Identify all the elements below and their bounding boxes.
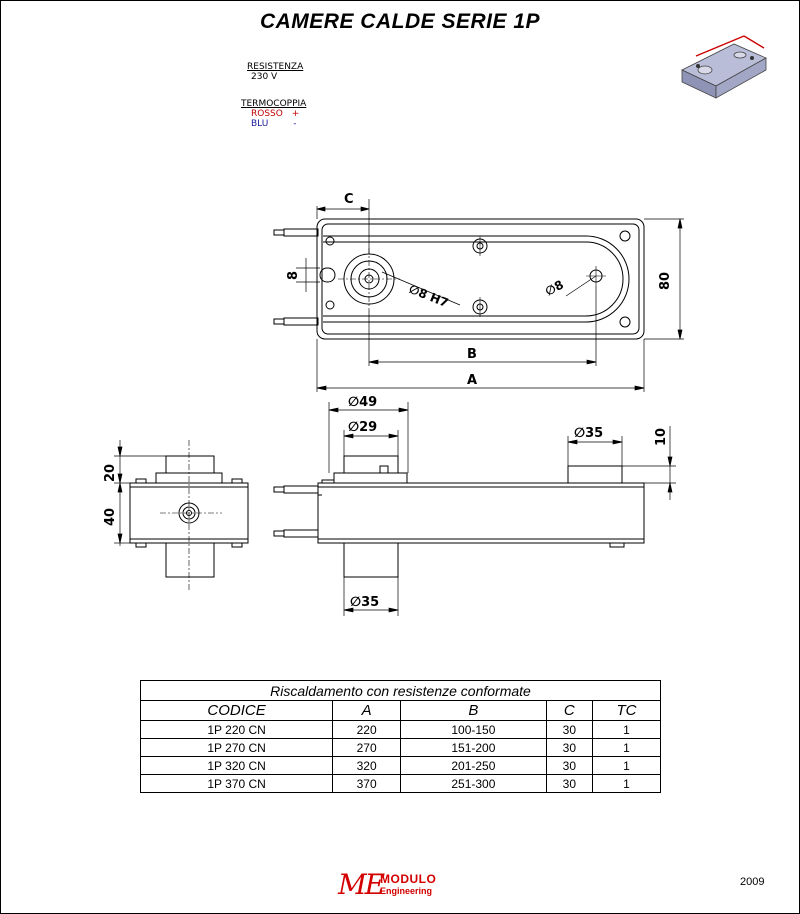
cell-a: 370 [332, 774, 402, 793]
dim-phi8h7: ∅8 H7 [407, 282, 450, 310]
cell-c: 30 [545, 756, 594, 775]
cell-b: 201-250 [400, 756, 547, 775]
dim-phi35-top: ∅35 [574, 426, 603, 441]
cell-b: 100-150 [400, 720, 547, 739]
dim-twenty: 20 [103, 464, 118, 482]
cell-c: 30 [545, 774, 594, 793]
legend-resistenza: RESISTENZA 230 V [247, 62, 303, 82]
header-c: C [545, 700, 594, 721]
cell-tc: 1 [592, 774, 661, 793]
cell-codice: 1P 370 CN [139, 774, 334, 793]
cell-codice: 1P 220 CN [139, 720, 334, 739]
modulo-logo: ME MODULO Engineering [338, 866, 448, 901]
page-title: CAMERE CALDE SERIE 1P [259, 10, 541, 33]
header-b: B [400, 700, 547, 721]
cell-a: 270 [332, 738, 402, 757]
header-codice: CODICE [139, 700, 334, 721]
dim-phi29: ∅29 [348, 420, 377, 435]
year-label: 2009 [740, 876, 765, 888]
dim-eighty-label: 80 [658, 272, 673, 290]
side-view-centerlines [160, 440, 222, 590]
dim-ten: 10 [654, 428, 669, 446]
front-view [273, 455, 645, 578]
front-view-dimensions [328, 402, 676, 616]
cell-a: 220 [332, 720, 402, 739]
dim-phi8: ∅8 [543, 278, 566, 299]
cell-c: 30 [545, 720, 594, 739]
side-view-dimensions [114, 440, 166, 546]
table-row: 1P 370 CN 370 251-300 30 1 [139, 774, 661, 793]
logo-modulo: MODULO [380, 872, 437, 886]
top-view-dimensions [296, 199, 684, 392]
blu-sign: - [293, 119, 297, 129]
legend-termocoppia: TERMOCOPPIA ROSSO + BLU - [241, 99, 306, 129]
dim-phi35-bottom: ∅35 [350, 595, 379, 610]
iso-preview-image [681, 35, 767, 99]
dim-phi49: ∅49 [348, 395, 377, 410]
termocoppia-label: TERMOCOPPIA [241, 99, 307, 109]
cell-codice: 1P 270 CN [139, 738, 334, 757]
header-a: A [332, 700, 402, 721]
dim-a-label: A [467, 373, 477, 388]
cell-b: 151-200 [400, 738, 547, 757]
dim-forty: 40 [103, 508, 118, 526]
dim-b-label: B [467, 347, 477, 362]
table-row: 1P 270 CN 270 151-200 30 1 [139, 738, 661, 757]
rosso-sign: + [291, 109, 300, 119]
spec-table: Riscaldamento con resistenze conformate … [139, 680, 661, 793]
table-row: 1P 320 CN 320 201-250 30 1 [139, 756, 661, 775]
dim-eight-left: 8 [286, 271, 301, 280]
cell-tc: 1 [592, 756, 661, 775]
cell-tc: 1 [592, 720, 661, 739]
logo-engineering: Engineering [380, 886, 433, 896]
dim-c-label: C [344, 192, 354, 207]
cell-codice: 1P 320 CN [139, 756, 334, 775]
top-view [273, 218, 645, 340]
cell-b: 251-300 [400, 774, 547, 793]
cell-a: 320 [332, 756, 402, 775]
table-row: 1P 220 CN 220 100-150 30 1 [139, 720, 661, 739]
blu-label: BLU [251, 119, 269, 129]
header-tc: TC [592, 700, 661, 721]
logo-me: ME [338, 868, 385, 901]
cell-c: 30 [545, 738, 594, 757]
voltage-value: 230 V [251, 72, 278, 82]
cell-tc: 1 [592, 738, 661, 757]
rosso-label: ROSSO [251, 109, 283, 119]
resistenza-label: RESISTENZA [247, 62, 304, 72]
table-caption: Riscaldamento con resistenze conformate [140, 680, 661, 701]
